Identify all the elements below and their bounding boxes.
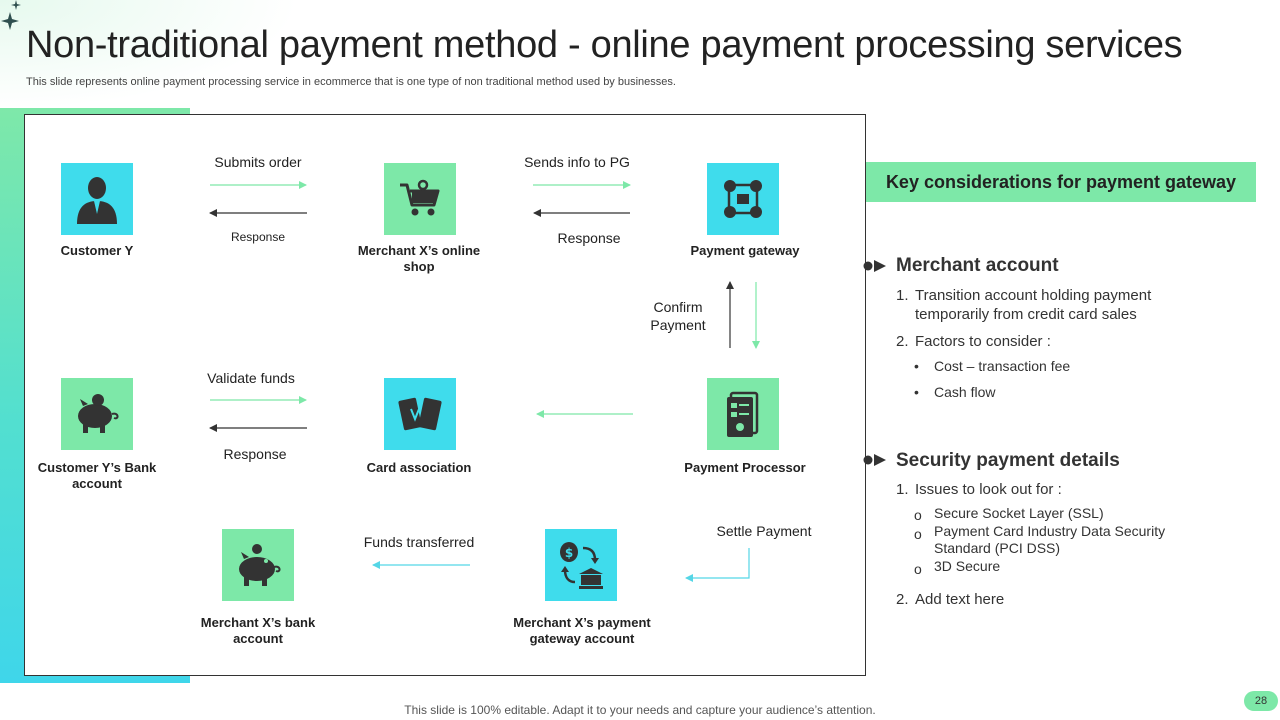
svg-text:$: $ <box>565 546 573 560</box>
list-number: 2. <box>896 591 909 608</box>
node-pg-account-label: Merchant X’s payment gateway account <box>513 615 651 646</box>
node-online-shop <box>384 163 456 235</box>
edge-label-response-1: Response <box>230 230 286 244</box>
edge-label-validate-funds: Validate funds <box>207 370 295 386</box>
node-payment-processor <box>707 378 779 450</box>
document-icon <box>727 391 759 437</box>
piggy-bank-icon <box>239 544 281 586</box>
edge-label-settle-payment: Settle Payment <box>716 523 812 539</box>
bullet-circle: o <box>914 526 922 542</box>
bullet-circle: o <box>914 561 922 577</box>
node-card-association <box>384 378 456 450</box>
node-customer-bank-label: Customer Y’s Bank account <box>37 460 157 491</box>
page-subtitle: This slide represents online payment pro… <box>26 76 676 88</box>
bank-transfer-icon: $ <box>560 542 603 589</box>
edge-label-submits-order: Submits order <box>214 154 302 170</box>
header-glow <box>0 0 300 110</box>
sub-bullet-text: Secure Socket Layer (SSL) <box>934 505 1104 521</box>
list-item-text: Issues to look out for : <box>915 481 1062 498</box>
sub-bullet-text: Cost – transaction fee <box>934 358 1071 374</box>
list-number: 1. <box>896 481 909 498</box>
page-title: Non-traditional payment method - online … <box>26 24 1183 66</box>
node-merchant-bank <box>222 529 294 601</box>
edge-label-funds-transferred: Funds transferred <box>363 534 475 550</box>
section-title-security-payment: Security payment details <box>896 450 1120 471</box>
sub-bullet-text: Cash flow <box>934 384 996 400</box>
user-icon <box>77 177 117 224</box>
edge-label-response-2: Response <box>557 230 621 246</box>
list-number: 1. <box>896 287 909 304</box>
edge-label-sends-info: Sends info to PG <box>524 154 630 170</box>
node-customer-bank <box>61 378 133 450</box>
list-item-text: Add text here <box>915 591 1005 608</box>
node-card-association-label: Card association <box>366 460 472 475</box>
page-number: 28 <box>1244 691 1278 711</box>
bullet-dot: • <box>914 358 919 374</box>
edge-label-response-3: Response <box>223 446 287 462</box>
bullet-dot: • <box>914 384 919 400</box>
sub-bullet-text: Payment Card Industry Data Security Stan… <box>934 523 1166 556</box>
arrow-settle-payment <box>685 548 750 582</box>
considerations-heading: Key considerations for payment gateway <box>866 162 1256 202</box>
section-bullet-icon <box>863 454 886 466</box>
piggy-bank-icon <box>78 394 119 433</box>
node-payment-gateway-label: Payment gateway <box>690 243 800 258</box>
node-customer <box>61 163 133 235</box>
payment-gateway-icon <box>724 180 762 218</box>
edge-label-confirm-payment: Confirm Payment <box>650 299 706 333</box>
sub-bullet-text: 3D Secure <box>934 558 1001 574</box>
node-payment-processor-label: Payment Processor <box>684 460 806 475</box>
sparkle-icon <box>1 0 21 30</box>
section-bullet-icon <box>863 260 886 272</box>
node-pg-account: $ <box>545 529 617 601</box>
section-title-merchant-account: Merchant account <box>896 255 1059 276</box>
node-payment-gateway <box>707 163 779 235</box>
list-item-text: Factors to consider : <box>915 333 1051 350</box>
list-item-text: Transition account holding payment tempo… <box>915 287 1152 323</box>
list-number: 2. <box>896 333 909 350</box>
bullet-circle: o <box>914 507 922 523</box>
shopping-cart-icon <box>400 179 440 216</box>
node-online-shop-label: Merchant X’s online shop <box>357 243 481 274</box>
footer-note: This slide is 100% editable. Adapt it to… <box>404 703 876 717</box>
node-merchant-bank-label: Merchant X’s bank account <box>200 615 316 646</box>
node-customer-label: Customer Y <box>60 243 134 258</box>
cards-icon <box>398 397 442 431</box>
